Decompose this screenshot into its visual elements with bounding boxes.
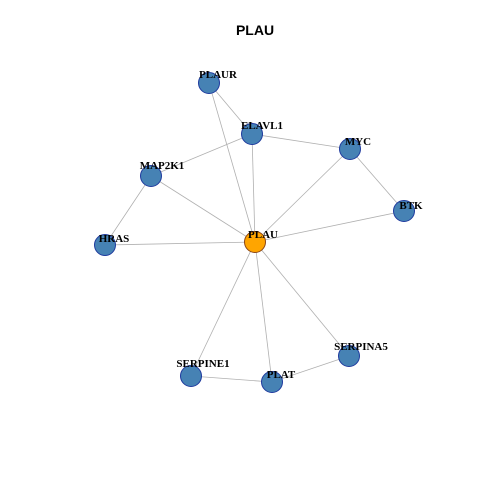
- edge-plau-plaur: [208, 82, 256, 243]
- node-label-elavl1: ELAVL1: [241, 120, 283, 132]
- edge-plau-map2k1: [150, 175, 256, 243]
- edge-myc-btk: [349, 148, 405, 212]
- node-label-plau: PLAU: [248, 229, 278, 241]
- node-map2k1[interactable]: [140, 165, 162, 187]
- edge-plau-hras: [104, 241, 256, 246]
- node-label-plaur: PLAUR: [199, 69, 238, 81]
- node-label-btk: BTK: [399, 200, 423, 212]
- edge-plau-btk: [254, 210, 405, 243]
- edge-serpine1-plat: [190, 375, 273, 383]
- edge-plau-plat: [254, 241, 273, 383]
- nodes-layer: [94, 72, 415, 393]
- node-label-map2k1: MAP2K1: [140, 160, 185, 172]
- node-plat[interactable]: [261, 371, 283, 393]
- edge-plau-elavl1: [251, 133, 256, 243]
- edge-elavl1-map2k1: [150, 133, 253, 177]
- node-label-plat: PLAT: [267, 369, 296, 381]
- node-hras[interactable]: [94, 234, 116, 256]
- edge-plaur-elavl1: [208, 82, 253, 135]
- node-myc[interactable]: [339, 138, 361, 160]
- node-label-serpina5: SERPINA5: [334, 341, 388, 353]
- graph-title: PLAU: [236, 22, 274, 38]
- node-label-serpine1: SERPINE1: [176, 358, 229, 370]
- node-btk[interactable]: [393, 200, 415, 222]
- edge-plau-serpina5: [254, 241, 350, 357]
- node-serpina5[interactable]: [338, 345, 360, 367]
- node-plaur[interactable]: [198, 72, 220, 94]
- node-elavl1[interactable]: [241, 123, 263, 145]
- node-label-hras: HRAS: [99, 233, 130, 245]
- node-serpine1[interactable]: [180, 365, 202, 387]
- node-label-myc: MYC: [345, 136, 371, 148]
- edge-plat-serpina5: [271, 355, 350, 383]
- edges-layer: [104, 82, 405, 383]
- edge-elavl1-myc: [251, 133, 351, 150]
- edge-plau-myc: [254, 148, 351, 243]
- edge-map2k1-hras: [104, 175, 152, 246]
- node-plau[interactable]: [244, 231, 266, 253]
- edge-plau-serpine1: [190, 241, 256, 377]
